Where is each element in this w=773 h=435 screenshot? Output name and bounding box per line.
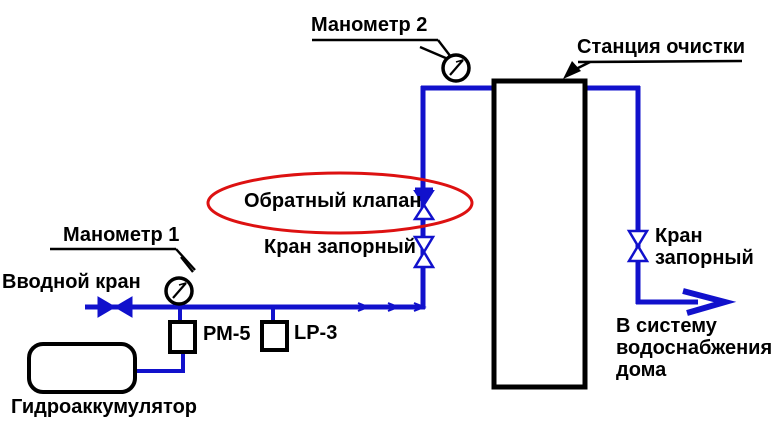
label-pm5: РМ-5: [203, 323, 251, 345]
label-shutoff-valve-right: Кран запорный: [655, 225, 754, 269]
label-check-valve: Обратный клапан: [244, 190, 422, 212]
pm5-box: [168, 320, 197, 354]
label-station: Станция очистки: [577, 36, 746, 58]
flow-arrow-icon: [357, 302, 427, 312]
shutoff-valve-mid-icon: [412, 235, 436, 269]
callout-station: [563, 59, 743, 79]
label-hydroaccumulator: Гидроаккумулятор: [11, 396, 197, 418]
check-valve-icon: [412, 187, 436, 221]
pipe-hydro-link: [135, 352, 185, 373]
shutoff-valve-right-icon: [626, 229, 650, 263]
lp3-box: [260, 320, 289, 352]
highlight-ellipse: [206, 171, 474, 235]
label-to-house: В систему водоснабжения дома: [616, 315, 773, 381]
label-manometer1: Манометр 1: [63, 224, 180, 246]
callout-manometer2: [312, 38, 452, 61]
callout-manometer1: [50, 247, 196, 273]
label-inlet-valve: Вводной кран: [2, 271, 141, 293]
pressure-gauge-2-icon: [441, 53, 471, 83]
label-lp3: LP-3: [294, 322, 338, 344]
label-shutoff-valve-mid: Кран запорный: [264, 236, 416, 258]
hydroaccumulator-tank: [27, 342, 137, 394]
outlet-arrow-icon: [682, 288, 737, 316]
inlet-valve-icon: [97, 296, 133, 318]
cleaning-station-box: [491, 78, 588, 390]
label-manometer2: Манометр 2: [311, 14, 428, 36]
pressure-gauge-1-icon: [164, 276, 194, 306]
